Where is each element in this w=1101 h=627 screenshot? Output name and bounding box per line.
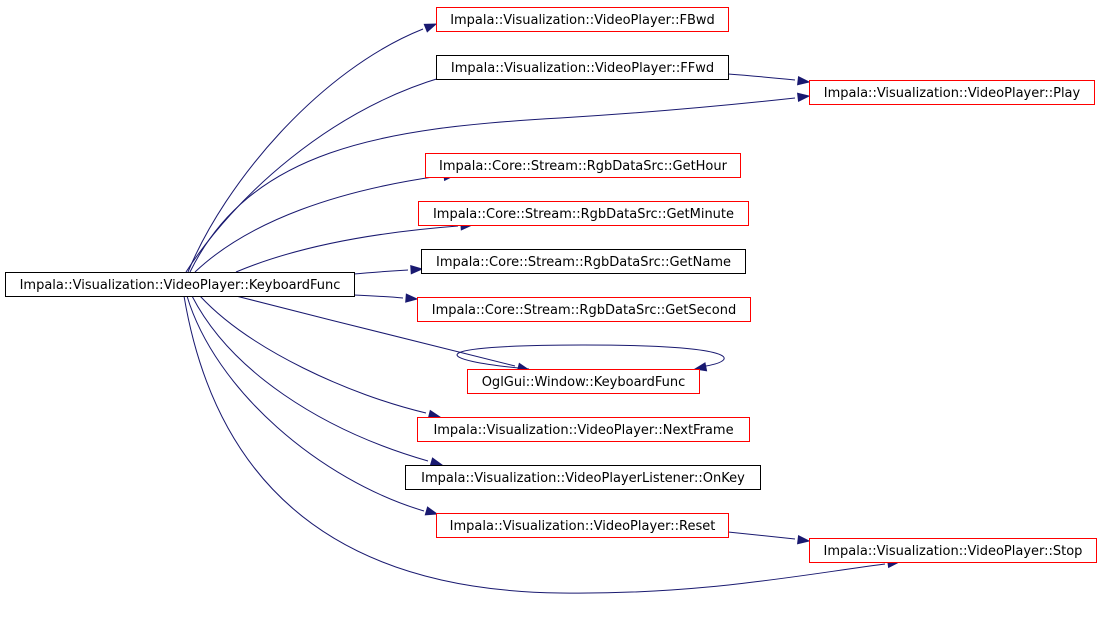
node-reset[interactable]: Impala::Visualization::VideoPlayer::Rese…	[436, 513, 729, 538]
arrowhead-play	[797, 92, 811, 103]
node-box-reset	[436, 513, 729, 538]
node-label-root: Impala::Visualization::VideoPlayer::Keyb…	[20, 278, 341, 293]
node-label-stop: Impala::Visualization::VideoPlayer::Stop	[824, 544, 1083, 559]
node-stop[interactable]: Impala::Visualization::VideoPlayer::Stop	[809, 538, 1097, 563]
node-fbwd[interactable]: Impala::Visualization::VideoPlayer::FBwd	[436, 7, 729, 32]
node-box-stop	[809, 538, 1097, 563]
edge-root-to-gethour	[194, 175, 441, 273]
node-box-onkey	[405, 465, 761, 490]
edge-root-to-reset	[186, 295, 425, 512]
node-box-getsecond	[417, 297, 751, 322]
edge-root-to-getminute	[235, 225, 459, 273]
node-label-oglkeyboard: OglGui::Window::KeyboardFunc	[482, 375, 686, 390]
edge-root-to-stop	[183, 295, 886, 594]
arrowhead-onkey	[429, 457, 444, 467]
node-play[interactable]: Impala::Visualization::VideoPlayer::Play	[809, 80, 1095, 105]
node-box-nextframe	[417, 417, 750, 442]
node-label-getsecond: Impala::Core::Stream::RgbDataSrc::GetSec…	[432, 303, 737, 318]
node-label-getname: Impala::Core::Stream::RgbDataSrc::GetNam…	[436, 255, 731, 270]
node-label-onkey: Impala::Visualization::VideoPlayerListen…	[421, 471, 745, 486]
node-gethour[interactable]: Impala::Core::Stream::RgbDataSrc::GetHou…	[425, 153, 741, 178]
arrowhead-getname	[410, 265, 424, 275]
node-getminute[interactable]: Impala::Core::Stream::RgbDataSrc::GetMin…	[418, 201, 749, 226]
arrowhead-reset	[424, 506, 439, 516]
node-ffwd[interactable]: Impala::Visualization::VideoPlayer::FFwd	[436, 55, 729, 80]
edge-root-to-fbwd	[187, 28, 424, 273]
edge-root-to-onkey	[191, 295, 429, 462]
node-box-oglkeyboard	[467, 369, 700, 394]
nodes-layer: Impala::Visualization::VideoPlayer::Keyb…	[5, 7, 1097, 563]
node-root[interactable]: Impala::Visualization::VideoPlayer::Keyb…	[5, 272, 355, 297]
node-oglkeyboard[interactable]: OglGui::Window::KeyboardFunc	[467, 369, 700, 394]
node-getname[interactable]: Impala::Core::Stream::RgbDataSrc::GetNam…	[421, 249, 746, 274]
edge-reset-to-stop	[727, 531, 796, 540]
node-box-getminute	[418, 201, 749, 226]
node-label-fbwd: Impala::Visualization::VideoPlayer::FBwd	[450, 13, 715, 28]
edge-root-to-getname	[353, 269, 409, 275]
node-label-getminute: Impala::Core::Stream::RgbDataSrc::GetMin…	[433, 207, 734, 222]
node-onkey[interactable]: Impala::Visualization::VideoPlayerListen…	[405, 465, 761, 490]
node-box-gethour	[425, 153, 741, 178]
arrowhead-play	[797, 75, 811, 86]
edge-oglkeyboard-to-oglkeyboard	[456, 344, 725, 370]
edge-root-to-getsecond	[353, 294, 404, 299]
edge-root-to-nextframe	[199, 295, 427, 414]
edge-root-to-play	[189, 97, 796, 273]
edge-root-to-ffwd	[185, 76, 444, 273]
node-box-play	[809, 80, 1095, 105]
node-nextframe[interactable]: Impala::Visualization::VideoPlayer::Next…	[417, 417, 750, 442]
edge-root-to-oglkeyboard	[235, 295, 516, 367]
node-label-gethour: Impala::Core::Stream::RgbDataSrc::GetHou…	[439, 159, 728, 174]
arrowhead-fbwd	[423, 23, 438, 33]
node-label-nextframe: Impala::Visualization::VideoPlayer::Next…	[433, 423, 733, 438]
node-label-play: Impala::Visualization::VideoPlayer::Play	[824, 86, 1081, 101]
node-box-fbwd	[436, 7, 729, 32]
arrowhead-oglkeyboard	[693, 362, 708, 372]
arrowhead-stop	[797, 534, 811, 545]
node-box-root	[5, 272, 355, 297]
node-label-ffwd: Impala::Visualization::VideoPlayer::FFwd	[451, 61, 714, 76]
node-getsecond[interactable]: Impala::Core::Stream::RgbDataSrc::GetSec…	[417, 297, 751, 322]
node-box-ffwd	[436, 55, 729, 80]
node-label-reset: Impala::Visualization::VideoPlayer::Rese…	[450, 519, 716, 534]
node-box-getname	[421, 249, 746, 274]
edge-ffwd-to-play	[727, 73, 796, 81]
arrowhead-getsecond	[405, 293, 419, 303]
